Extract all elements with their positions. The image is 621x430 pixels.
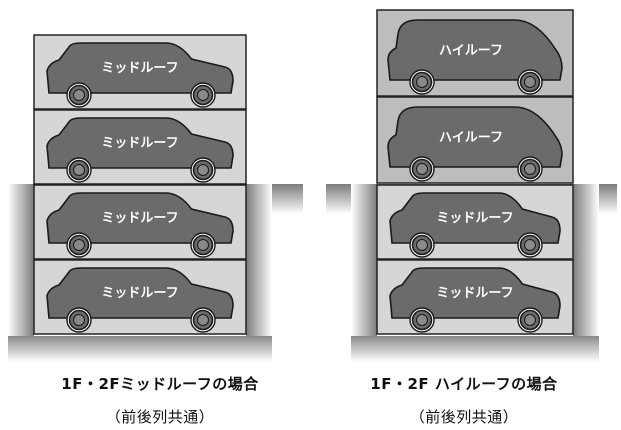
high-roof-car-icon bbox=[387, 106, 563, 182]
pit-right-wall bbox=[573, 184, 599, 362]
wheel-hub bbox=[73, 89, 85, 101]
parking-slot: ミッドルーフ bbox=[33, 184, 247, 260]
mid-roof-car-icon bbox=[46, 117, 234, 183]
wheel-hub bbox=[416, 239, 428, 251]
slot-label: ミッドルーフ bbox=[101, 61, 178, 76]
caption-right-title: 1F・2F ハイルーフの場合 bbox=[370, 375, 558, 393]
wheel-hub bbox=[416, 76, 428, 88]
slot-label: ハイルーフ bbox=[439, 44, 503, 59]
mid-roof-car-icon bbox=[46, 192, 234, 258]
slot-label: ミッドルーフ bbox=[436, 211, 513, 226]
wheel-hub bbox=[416, 163, 428, 175]
wheel-hub bbox=[197, 164, 209, 176]
caption-left-subtitle: （前後列共通） bbox=[105, 408, 215, 426]
parking-slot: ハイルーフ bbox=[376, 9, 574, 97]
pit-layer bbox=[8, 184, 617, 362]
wheel-hub bbox=[73, 239, 85, 251]
parking-slot: ミッドルーフ bbox=[33, 34, 247, 110]
car-body bbox=[387, 106, 563, 168]
car-body bbox=[46, 42, 234, 94]
mid-roof-car-icon bbox=[46, 42, 234, 108]
mid-roof-car-icon bbox=[389, 192, 561, 258]
wheel-hub bbox=[524, 163, 536, 175]
car-body bbox=[46, 267, 234, 319]
ground-left-shade bbox=[326, 184, 351, 214]
parking-slot: ミッドルーフ bbox=[33, 109, 247, 185]
car-body bbox=[389, 192, 561, 244]
wheel-hub bbox=[197, 89, 209, 101]
pit-left-wall bbox=[8, 184, 34, 362]
slot-label: ミッドルーフ bbox=[101, 286, 178, 301]
pit-floor bbox=[351, 336, 599, 362]
pit-left-wall bbox=[351, 184, 377, 362]
wheel-hub bbox=[197, 314, 209, 326]
ground-right-shade bbox=[599, 184, 617, 214]
pit-right-wall bbox=[246, 184, 272, 362]
mid-roof-car-icon bbox=[389, 267, 561, 333]
pit-right bbox=[326, 184, 617, 362]
car-body bbox=[46, 117, 234, 169]
pit-floor bbox=[8, 336, 272, 362]
parking-slot: ミッドルーフ bbox=[33, 259, 247, 335]
wheel-hub bbox=[524, 76, 536, 88]
mid-roof-car-icon bbox=[46, 267, 234, 333]
wheel-hub bbox=[197, 239, 209, 251]
car-body bbox=[46, 192, 234, 244]
wheel-hub bbox=[524, 314, 536, 326]
wheel-hub bbox=[73, 314, 85, 326]
wheel-hub bbox=[524, 239, 536, 251]
wheel-hub bbox=[73, 164, 85, 176]
high-roof-car-icon bbox=[387, 19, 563, 95]
car-body bbox=[389, 267, 561, 319]
slot-label: ミッドルーフ bbox=[101, 211, 178, 226]
caption-left-title: 1F・2Fミッドルーフの場合 bbox=[61, 375, 259, 393]
ground-right-shade bbox=[272, 184, 303, 214]
parking-slot: ミッドルーフ bbox=[376, 184, 574, 260]
car-body bbox=[387, 19, 563, 81]
pit-left bbox=[8, 184, 303, 362]
wheel-hub bbox=[416, 314, 428, 326]
slot-label: ミッドルーフ bbox=[101, 136, 178, 151]
slot-label: ハイルーフ bbox=[439, 131, 503, 146]
slot-label: ミッドルーフ bbox=[436, 286, 513, 301]
caption-right-subtitle: （前後列共通） bbox=[409, 408, 519, 426]
parking-slot: ミッドルーフ bbox=[376, 259, 574, 335]
parking-slot: ハイルーフ bbox=[376, 96, 574, 184]
slot-layer: ミッドルーフミッドルーフミッドルーフミッドルーフハイルーフハイルーフミッドルーフ… bbox=[33, 9, 574, 335]
ground-right bbox=[599, 184, 617, 362]
